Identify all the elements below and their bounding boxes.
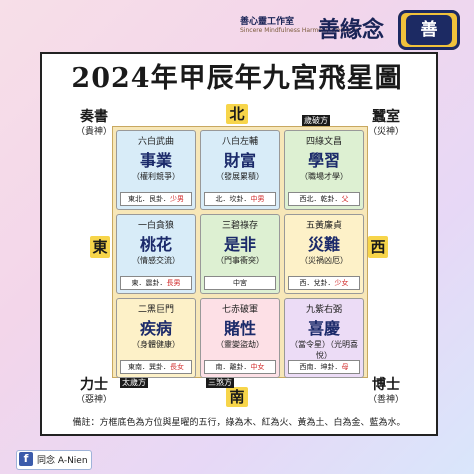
palace-trigram: 東．震卦．長男 bbox=[120, 276, 192, 290]
palace-note: （災禍凶厄） bbox=[300, 256, 348, 265]
palace-cell: 一白貪狼桃花 （情感交流） 東．震卦．長男 bbox=[116, 214, 196, 294]
palace-trigram: 東北．艮卦．少男 bbox=[120, 192, 192, 206]
palace-main: 喜慶 bbox=[307, 319, 340, 338]
palace-direction: 西．兌卦． bbox=[299, 279, 335, 287]
palace-trigram: 西．兌卦．少女 bbox=[288, 276, 360, 290]
corner-se-sub: （惡神） bbox=[75, 395, 112, 405]
palace-main: 災難 bbox=[307, 235, 340, 254]
palace-star: 八白左輔 bbox=[221, 137, 258, 147]
corner-nw-label: 蠶室 bbox=[372, 109, 400, 125]
compass-south: 南 bbox=[226, 387, 248, 407]
brand-name: 善緣念 bbox=[318, 17, 385, 43]
footer-note: 備註：方框底色為方位與星曜的五行，綠為木、紅為火、黃為土、白為金、藍為水。 bbox=[72, 418, 406, 428]
palace-direction: 中宮 bbox=[233, 279, 247, 287]
palace-main: 學習 bbox=[307, 151, 340, 170]
palace-family-member: 父 bbox=[341, 195, 349, 203]
compass-north: 北 bbox=[226, 104, 248, 124]
palace-note: （職場才學） bbox=[300, 172, 348, 181]
palace-trigram: 中宮 bbox=[204, 276, 276, 290]
corner-ne-label: 奏書 bbox=[80, 109, 108, 125]
brand-logo-mark: 善 bbox=[406, 15, 452, 45]
palace-cell: 五黃廉貞災難 （災禍凶厄） 西．兌卦．少女 bbox=[284, 214, 364, 294]
tag-san-sha: 三煞方 bbox=[206, 377, 234, 388]
palace-main: 賭性 bbox=[223, 319, 256, 338]
tag-sui-po: 歲破方 bbox=[302, 115, 330, 126]
corner-nw-sub: （災神） bbox=[367, 127, 404, 137]
palace-family-member: 長女 bbox=[170, 363, 184, 371]
palace-note: （發展累積） bbox=[216, 172, 264, 181]
palace-direction: 西南．坤卦． bbox=[299, 363, 342, 371]
palace-direction: 東．震卦． bbox=[131, 279, 167, 287]
palace-star: 九紫右弼 bbox=[305, 305, 342, 315]
palace-cell: 二黑巨門疾病 （身體健康） 東南．巽卦．長女 bbox=[116, 298, 196, 378]
palace-note: （身體健康） bbox=[132, 340, 180, 349]
palace-star: 六白武曲 bbox=[137, 137, 174, 147]
facebook-icon: f bbox=[19, 452, 33, 466]
palace-trigram: 南．離卦．中女 bbox=[204, 360, 276, 374]
palace-family-member: 中男 bbox=[250, 195, 265, 203]
palace-family-member: 中女 bbox=[250, 363, 265, 371]
palace-star: 四綠文昌 bbox=[305, 137, 342, 147]
palace-direction: 北．坎卦． bbox=[215, 195, 251, 203]
palace-note: （門事衝突） bbox=[216, 256, 264, 265]
palace-direction: 東北．艮卦． bbox=[128, 195, 170, 203]
palace-note: （當令星）（光明喜悅） bbox=[290, 340, 358, 360]
palace-main: 桃花 bbox=[139, 235, 172, 254]
palace-cell: 八白左輔財富 （發展累積） 北．坎卦．中男 bbox=[200, 130, 280, 210]
palace-note: （靈變盜劫） bbox=[216, 340, 264, 349]
corner-sw-label: 博士 bbox=[372, 377, 400, 393]
palace-family-member: 少女 bbox=[334, 279, 349, 287]
corner-ne-sub: （貴神） bbox=[75, 127, 112, 137]
palace-star: 三碧祿存 bbox=[221, 221, 258, 231]
social-badge[interactable] bbox=[16, 450, 92, 470]
palace-trigram: 西北．乾卦．父 bbox=[288, 192, 360, 206]
palace-direction: 東南．巽卦． bbox=[128, 363, 170, 371]
palace-trigram: 東南．巽卦．長女 bbox=[120, 360, 192, 374]
palace-family-member: 少男 bbox=[170, 195, 184, 203]
brand-subtitle: 善心靈工作室 bbox=[240, 17, 295, 27]
compass-west: 西 bbox=[368, 236, 388, 258]
palace-trigram: 北．坎卦．中男 bbox=[204, 192, 276, 206]
palace-note: （權利競爭） bbox=[132, 172, 180, 181]
palace-cell: 七赤破軍賭性 （靈變盜劫） 南．離卦．中女 bbox=[200, 298, 280, 378]
palace-cell: 六白武曲事業 （權利競爭） 東北．艮卦．少男 bbox=[116, 130, 196, 210]
palace-star: 二黑巨門 bbox=[137, 305, 174, 315]
palace-main: 疾病 bbox=[139, 319, 172, 338]
palace-direction: 南．離卦． bbox=[215, 363, 251, 371]
palace-note: （情感交流） bbox=[132, 256, 180, 265]
social-label: 同念 A-Nien bbox=[37, 456, 88, 466]
tag-tai-sui: 太歲方 bbox=[120, 377, 148, 388]
palace-cell: 三碧祿存是非 （門事衝突） 中宮 bbox=[200, 214, 280, 294]
compass-east: 東 bbox=[90, 236, 110, 258]
corner-se-label: 力士 bbox=[80, 377, 108, 393]
palace-star: 七赤破軍 bbox=[221, 305, 258, 315]
palace-main: 是非 bbox=[223, 235, 256, 254]
palace-main: 事業 bbox=[139, 151, 172, 170]
palace-main: 財富 bbox=[223, 151, 256, 170]
palace-star: 五黃廉貞 bbox=[305, 221, 342, 231]
palace-family-member: 長男 bbox=[166, 279, 181, 287]
palace-cell: 四綠文昌學習 （職場才學） 西北．乾卦．父 bbox=[284, 130, 364, 210]
palace-family-member: 母 bbox=[341, 363, 349, 371]
brand-tagline: Sincere Mindfulness Harmony Wellness bbox=[240, 27, 358, 34]
palace-direction: 西北．乾卦． bbox=[299, 195, 342, 203]
palace-trigram: 西南．坤卦．母 bbox=[288, 360, 360, 374]
page-title: 2024年甲辰年九宮飛星圖 bbox=[71, 63, 403, 94]
palace-cell: 九紫右弼喜慶（當令星）（光明喜悅）西南．坤卦．母 bbox=[284, 298, 364, 378]
corner-sw-sub: （善神） bbox=[367, 395, 404, 405]
palace-star: 一白貪狼 bbox=[137, 221, 174, 231]
